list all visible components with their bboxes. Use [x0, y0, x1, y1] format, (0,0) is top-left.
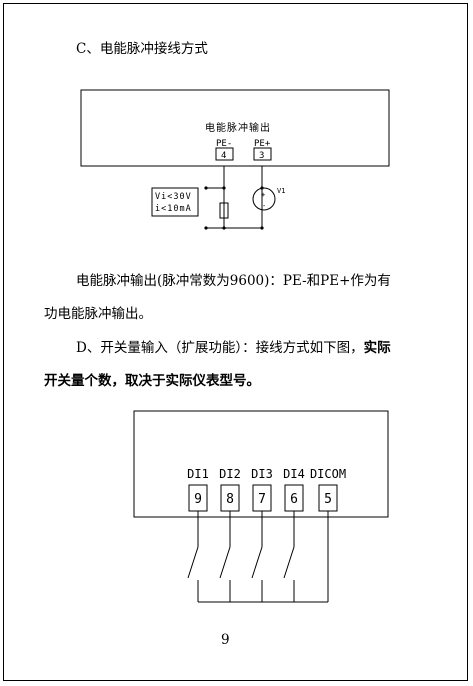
spec-current: i<10mA [155, 204, 192, 214]
pin-number-7: 7 [258, 492, 266, 507]
pin-4-number: 4 [221, 151, 226, 161]
pin-pe-plus-label: PE+ [254, 139, 271, 149]
section-d-line2: 开关量个数，取决于实际仪表型号。 [44, 373, 260, 389]
source-label: V1 [277, 187, 285, 195]
pin-4-box [215, 147, 234, 161]
switch-contact [219, 546, 231, 579]
section-d-bold-tail: 实际 [363, 340, 391, 356]
pin-label-di4: DI4 [283, 467, 305, 481]
spec-box [151, 187, 199, 217]
meter-box-title: 电能脉冲输出 [205, 121, 271, 134]
pin-number-5: 5 [324, 492, 332, 507]
pin-number-8: 8 [226, 492, 234, 507]
source-plus-sign: + [261, 191, 265, 199]
section-c-heading: C、电能脉冲接线方式 [76, 41, 208, 57]
page-number: 9 [221, 632, 230, 648]
spec-voltage: Vi<30V [155, 192, 192, 202]
paragraph-c-line2: 功电能脉冲输出。 [44, 306, 152, 322]
source-minus-sign: - [262, 202, 266, 210]
meter-box-d [133, 410, 389, 518]
pin-label-dicom: DICOM [310, 467, 346, 481]
pin-label-di2: DI2 [219, 467, 241, 481]
pin-number-9: 9 [194, 492, 202, 507]
pin-label-di3: DI3 [251, 467, 273, 481]
pin-3-number: 3 [259, 151, 264, 161]
pin-pe-minus-label: PE- [216, 139, 232, 149]
pin-label-di1: DI1 [187, 467, 209, 481]
paragraph-c-line1: 电能脉冲输出(脉冲常数为9600)：PE-和PE+作为有 [76, 273, 391, 289]
voltage-source [252, 187, 276, 211]
pin-3-box [253, 147, 272, 161]
pin-number-6: 6 [290, 492, 298, 507]
meter-box [80, 89, 390, 167]
resistor [219, 202, 229, 219]
section-d-line1: D、开关量输入（扩展功能）：接线方式如下图，实际 [76, 339, 391, 357]
section-d-text: D、开关量输入（扩展功能）：接线方式如下图， [76, 340, 364, 356]
switch-contact [251, 546, 263, 579]
switch-contact [283, 546, 295, 579]
switch-contact [187, 546, 199, 579]
